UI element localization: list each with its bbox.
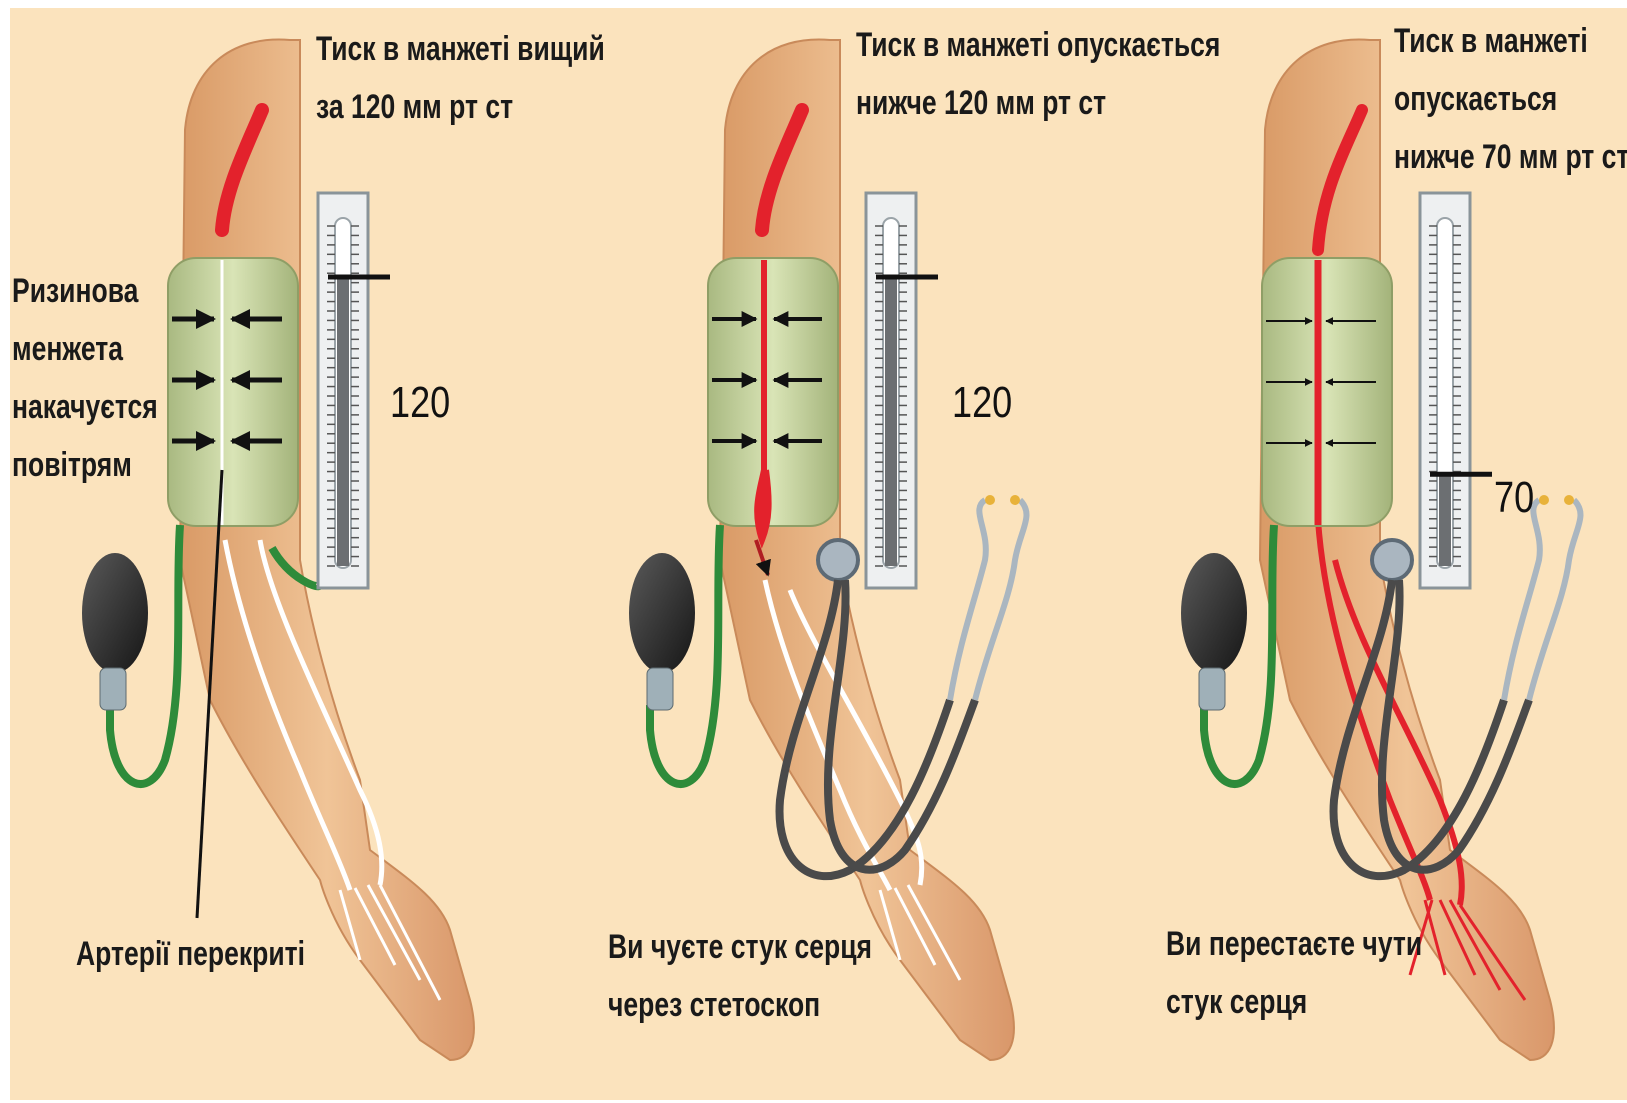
panel-2-bottom-line: Ви чуєте стук серця <box>608 918 872 976</box>
cuff-label-line: Ризинова <box>12 262 158 320</box>
panel-1-cuff-label: Ризинова менжета накачуєтся повітрям <box>12 262 158 494</box>
panel-3-title-line: опускається <box>1394 70 1627 128</box>
panel-2-bottom-label: Ви чуєте стук серця через стетоскоп <box>608 918 872 1034</box>
panel-2-title-line: Тиск в манжеті опускається <box>856 16 1220 74</box>
cuff <box>708 258 838 526</box>
cuff <box>168 258 298 526</box>
panel-3-title-line: Тиск в манжеті <box>1394 12 1627 70</box>
cuff-label-line: повітрям <box>12 436 158 494</box>
panel-2 <box>629 40 1026 1060</box>
panel-1-title-line: Тиск в манжеті вищий <box>316 20 605 78</box>
panel-1-title: Тиск в манжеті вищий за 120 мм рт ст <box>316 20 605 136</box>
gauge-mercury <box>885 277 897 566</box>
gauge-mercury <box>1439 474 1451 566</box>
panel-3 <box>1181 40 1580 1060</box>
cuff <box>1262 258 1392 526</box>
panel-2-bottom-line: через стетоскоп <box>608 976 872 1034</box>
panel-2-title: Тиск в манжеті опускається нижче 120 мм … <box>856 16 1220 132</box>
pump-bulb <box>629 553 695 673</box>
panel-1-title-line: за 120 мм рт ст <box>316 78 605 136</box>
panel-3-bottom-line: стук серця <box>1166 973 1422 1031</box>
cuff-label-line: накачуєтся <box>12 378 158 436</box>
gauge-2 <box>866 193 938 588</box>
panel-1-bottom-label: Артерії перекриті <box>76 925 305 983</box>
panel-3-title-line: нижче 70 мм рт ст <box>1394 128 1627 186</box>
gauge-mercury <box>337 277 349 566</box>
panel-3-bottom-label: Ви перестаєте чути стук серця <box>1166 915 1422 1031</box>
panel-3-title: Тиск в манжеті опускається нижче 70 мм р… <box>1394 12 1627 186</box>
panel-3-bottom-line: Ви перестаєте чути <box>1166 915 1422 973</box>
gauge-3-value: 70 <box>1494 473 1534 523</box>
pump-bulb <box>1181 553 1247 673</box>
panel-1 <box>82 40 474 1060</box>
gauge-3 <box>1420 193 1492 588</box>
cuff-label-line: менжета <box>12 320 158 378</box>
gauge-1-value: 120 <box>390 378 450 428</box>
panel-1-bottom-line: Артерії перекриті <box>76 925 305 983</box>
panel-2-title-line: нижче 120 мм рт ст <box>856 74 1220 132</box>
gauge-1 <box>318 193 390 588</box>
pump-bulb <box>82 553 148 673</box>
gauge-2-value: 120 <box>952 378 1012 428</box>
